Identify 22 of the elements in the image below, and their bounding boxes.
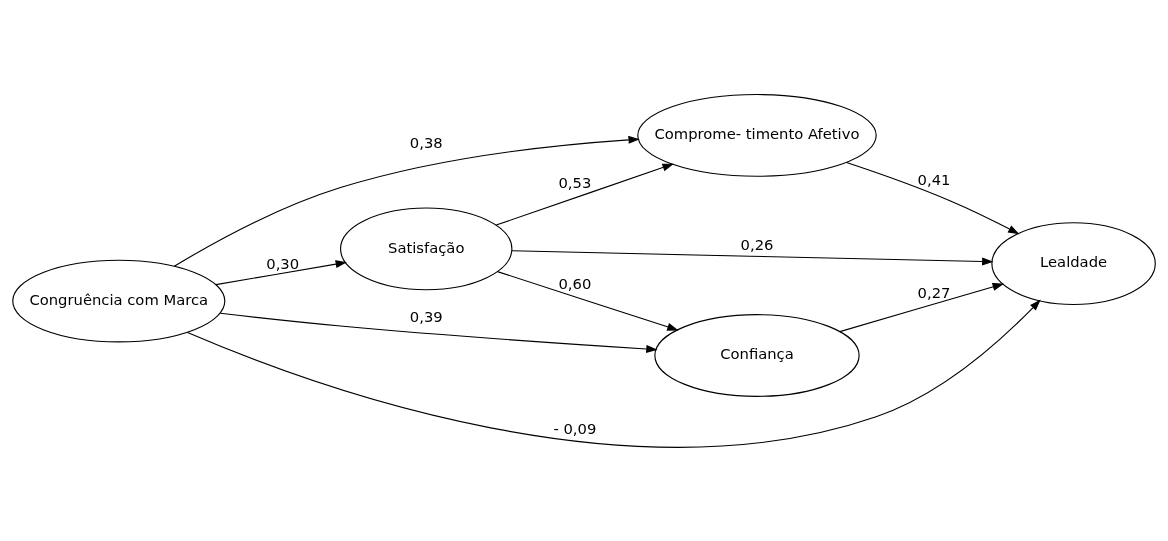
node-ellipse: Satisfação — [340, 206, 513, 290]
node-ellipse: Comprome- timento Afetivo — [637, 93, 877, 177]
arrow — [839, 282, 1004, 332]
edge-label: 0,38 — [409, 133, 443, 151]
arrow — [496, 270, 679, 331]
edge-label: 0,26 — [740, 235, 774, 253]
edge-label: 0,60 — [558, 274, 592, 292]
edge-label: 0,30 — [266, 254, 300, 272]
arrow — [511, 249, 994, 265]
edge-label: 0,41 — [917, 170, 951, 188]
arrow — [187, 299, 1041, 448]
edge-label: - 0,09 — [553, 419, 597, 437]
arrow — [845, 161, 1020, 234]
node-ellipse: Congruência com Marca — [12, 259, 226, 342]
node-ellipse: Confiança — [654, 313, 860, 397]
edge-label: 0,39 — [409, 307, 443, 325]
arrow — [495, 163, 674, 226]
edge-label: 0,27 — [917, 283, 951, 301]
arrow — [219, 312, 658, 353]
arrow — [215, 259, 347, 285]
edge-label: 0,53 — [558, 173, 592, 191]
arrow — [173, 135, 640, 267]
